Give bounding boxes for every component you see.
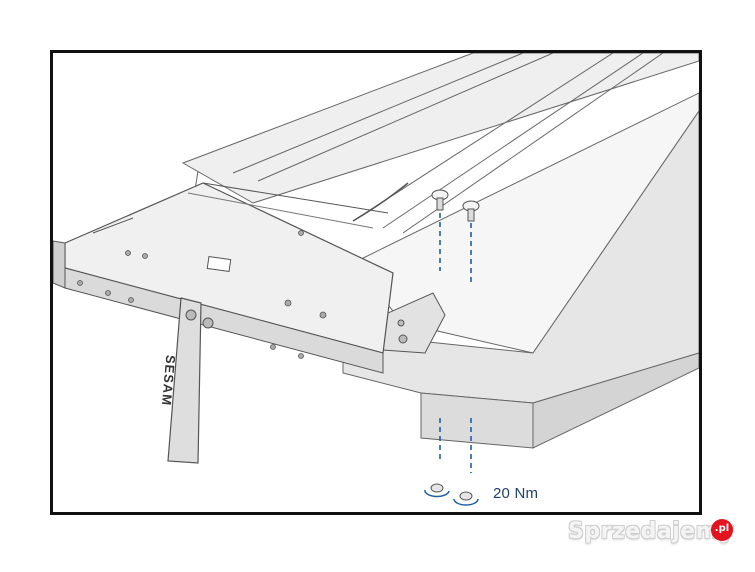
installation-diagram [53, 53, 699, 506]
cable [352, 182, 409, 222]
bolt-pair [431, 189, 480, 222]
torque-label: 20 Nm [493, 485, 539, 502]
rail-tracks [181, 53, 699, 234]
watermark-badge: .pl [711, 519, 733, 541]
nut-pair [424, 483, 479, 506]
watermark-text: Sprzedajemy [568, 519, 734, 544]
sesam-handle [167, 297, 214, 464]
illustration-frame: SESAM 20 Nm [50, 50, 702, 515]
carriage-plate [53, 182, 394, 374]
aluminium-profile [342, 92, 699, 449]
assembly-guides [439, 213, 472, 473]
